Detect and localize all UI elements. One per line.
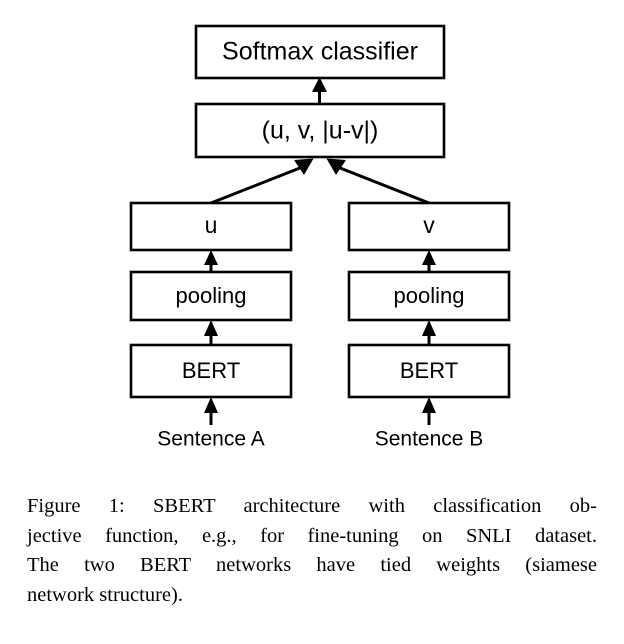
caption-line: Figure 1: SBERT architecture with classi… xyxy=(27,495,597,517)
arrow-sentence-a-to-bert-head xyxy=(204,397,218,413)
right-embedding-label: v xyxy=(423,212,435,238)
left-encoder-label: BERT xyxy=(182,358,240,383)
architecture-svg: Softmax classifier (u, v, |u-v|) u pooli… xyxy=(129,24,511,451)
left-embedding-box xyxy=(129,201,293,252)
arrow-u-to-concat-shaft xyxy=(210,164,306,205)
arrow-right-bert-to-pooling-head xyxy=(422,320,436,336)
caption-line: network structure). xyxy=(27,583,183,606)
arrow-left-bert-to-pooling-head xyxy=(204,320,218,336)
right-encoder-label: BERT xyxy=(400,358,458,383)
concatenation-label: (u, v, |u-v|) xyxy=(262,117,379,145)
arrow-v-to-concat-shaft xyxy=(334,164,430,205)
left-pooling-label: pooling xyxy=(176,283,247,308)
caption-line: The two BERT networks have tied weights … xyxy=(27,554,597,576)
softmax-classifier-label: Softmax classifier xyxy=(222,38,418,66)
right-encoder-box xyxy=(347,343,511,399)
right-pooling-box xyxy=(347,270,511,322)
arrow-u-to-concat-head xyxy=(294,158,314,175)
right-input-label: Sentence B xyxy=(375,428,484,451)
left-encoder-box xyxy=(129,343,293,399)
arrow-left-pooling-to-u-head xyxy=(204,250,218,265)
concatenation-box xyxy=(194,102,446,159)
left-embedding-label: u xyxy=(205,212,218,238)
right-pooling-label: pooling xyxy=(394,283,465,308)
softmax-classifier-box xyxy=(194,24,446,80)
figure-diagram: Softmax classifier (u, v, |u-v|) u pooli… xyxy=(129,24,511,451)
left-input-label: Sentence A xyxy=(157,428,264,451)
figure-caption: Figure 1: SBERT architecture with classi… xyxy=(27,492,597,610)
arrow-right-pooling-to-v-head xyxy=(422,250,436,265)
arrow-concat-to-softmax-head xyxy=(312,77,327,92)
arrow-v-to-concat-head xyxy=(326,158,346,175)
right-embedding-box xyxy=(347,201,511,252)
caption-line: jective function, e.g., for fine-tuning … xyxy=(27,524,597,547)
arrow-sentence-b-to-bert-head xyxy=(422,397,436,413)
